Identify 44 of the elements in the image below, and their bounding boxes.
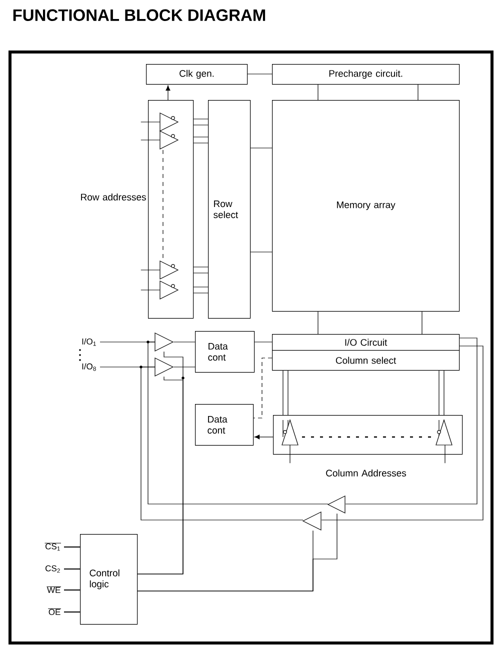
connector-line xyxy=(438,370,444,416)
connector-line xyxy=(193,136,208,144)
memory-array-box: Memory array xyxy=(272,100,460,312)
row-select-box: Row select xyxy=(208,100,251,319)
connector-line xyxy=(345,338,478,504)
connector-line xyxy=(173,366,196,368)
pin-label: I/O$_{1}$ xyxy=(82,338,96,346)
connector-line xyxy=(64,589,80,591)
pin-label: WE xyxy=(46,586,62,593)
connector-line xyxy=(148,342,328,504)
connector-line xyxy=(140,366,304,520)
address-buffer-box xyxy=(273,415,463,455)
connector-line xyxy=(321,346,484,520)
buffer-symbol xyxy=(302,512,322,530)
connector-line xyxy=(193,266,208,274)
arrow xyxy=(166,85,170,100)
data-control-box: Data cont xyxy=(195,331,255,373)
pin-label: CS$_{2}$ xyxy=(46,565,60,573)
arrow xyxy=(254,434,274,440)
io-circuit-box: I/O Circuit xyxy=(272,334,460,351)
buffer-symbol xyxy=(327,496,346,514)
connector-line xyxy=(64,611,80,613)
connector-line xyxy=(193,286,208,294)
column-select-box: Column select xyxy=(272,350,460,371)
precharge-box: Precharge circuit. xyxy=(272,64,460,85)
connector-line xyxy=(64,568,80,570)
block-label: Column Addresses xyxy=(326,470,406,476)
buffer-symbol xyxy=(154,358,174,376)
connector-line xyxy=(193,118,208,126)
address-buffer-box xyxy=(148,100,194,319)
buffer-symbol xyxy=(154,332,174,352)
connector-line xyxy=(137,513,338,592)
connector-line xyxy=(282,370,288,416)
pin-label: CS$_{1}$ xyxy=(44,542,62,551)
control-logic-box: Control logic xyxy=(80,534,138,625)
connector-line xyxy=(100,366,156,368)
connector-line xyxy=(64,546,80,548)
connector-line xyxy=(253,358,272,418)
pin-label: I/O$_{8}$ xyxy=(82,363,96,371)
block-label: Row addresses xyxy=(81,194,146,200)
clock-generator-box: Clk gen. xyxy=(146,64,248,85)
pin-label: OE xyxy=(48,608,62,615)
title: FUNCTIONAL BLOCK DIAGRAM xyxy=(13,9,266,21)
data-control-box: Data cont xyxy=(195,404,254,446)
